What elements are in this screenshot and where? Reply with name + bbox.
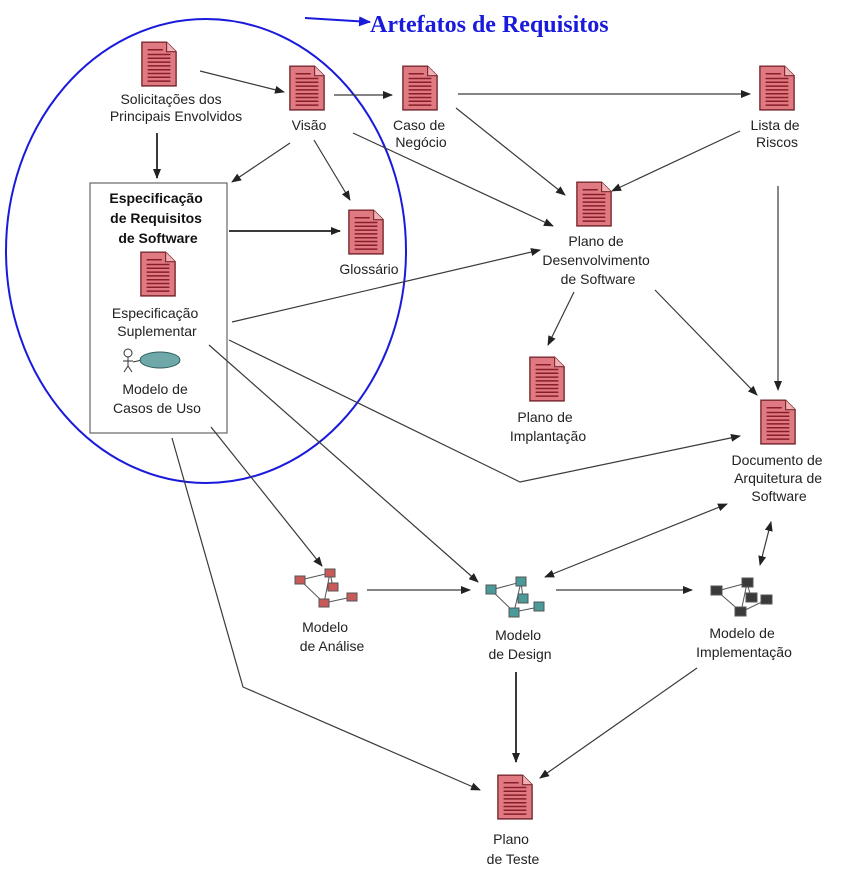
lista-riscos-label: Lista de Riscos [751, 117, 804, 150]
especificacao-requisitos-label: Especificação de Requisitos de Software [109, 190, 206, 246]
edge-caso-negocio-plano-desenvolvimento [455, 107, 566, 196]
edge-visao-plano-desenvolvimento [352, 132, 554, 227]
plano-implantacao-label: Plano de Implantação [510, 409, 586, 444]
modelo-design-label: Modelo de Design [488, 627, 551, 662]
glossario-label: Glossário [339, 261, 398, 277]
edge-plano-desenvolvimento-documento-arquitetura [654, 289, 758, 396]
use-case-model-icon [123, 348, 181, 373]
documento-arquitetura-label: Documento de Arquitetura de Software [732, 452, 827, 504]
plano-desenvolvimento-document-icon [576, 181, 612, 227]
documento-arquitetura-document-icon [760, 399, 796, 445]
edge-suplementar-documento-arquitetura [228, 339, 741, 483]
caso-negocio-document-icon [402, 65, 438, 111]
diagram-title: Artefatos de Requisitos [370, 12, 609, 38]
visao-document-icon [289, 65, 325, 111]
caso-negocio-label: Caso de Negócio [393, 117, 449, 150]
plano-desenvolvimento-label: Plano de Desenvolvimento de Software [542, 233, 653, 287]
modelo-implementacao-label: Modelo de Implementação [696, 625, 792, 660]
especificacao-suplementar-label: Especificação Suplementar [112, 305, 202, 339]
implementation-model-icon [710, 577, 773, 617]
solicitacoes-label: Solicitações dos Principais Envolvidos [110, 91, 242, 124]
glossario-document-icon [348, 209, 384, 255]
edge-solicitacoes-visao [199, 70, 285, 94]
srs-container-box [89, 182, 228, 434]
edge-casos-uso-modelo-design [208, 344, 479, 583]
modelo-analise-label: Modelo de Análise [300, 619, 365, 654]
design-model-icon [485, 576, 545, 618]
edge-lista-riscos-plano-desenvolvimento [611, 130, 741, 192]
modelo-casos-uso-label: Modelo de Casos de Uso [113, 381, 201, 416]
edge-casos-uso-modelo-analise [210, 426, 323, 567]
edge-visao-especificacao [231, 142, 291, 183]
plano-teste-document-icon [497, 774, 533, 820]
especificacao-suplementar-document-icon [140, 251, 176, 297]
edge-casos-uso-plano-teste [171, 437, 481, 791]
edge-modelo-implementacao-plano-teste [539, 667, 698, 779]
title-pointer-arrow [304, 16, 371, 27]
edges [153, 70, 782, 791]
labels: Solicitações dos Principais Envolvidos V… [109, 91, 827, 867]
edge-plano-desenvolvimento-plano-implantacao [547, 291, 575, 346]
requirements-highlight-ellipse [5, 18, 407, 484]
solicitacoes-document-icon [141, 41, 177, 87]
edge-suplementar-plano-desenvolvimento [231, 248, 541, 323]
plano-implantacao-document-icon [529, 356, 565, 402]
analysis-model-icon [294, 568, 358, 608]
lista-riscos-document-icon [759, 65, 795, 111]
plano-teste-label: Plano de Teste [487, 831, 540, 867]
edge-arquitetura-implementacao-bidirectional [758, 521, 773, 566]
edge-design-arquitetura-bidirectional [544, 503, 728, 578]
edge-visao-glossario [313, 139, 351, 201]
visao-label: Visão [292, 117, 327, 133]
